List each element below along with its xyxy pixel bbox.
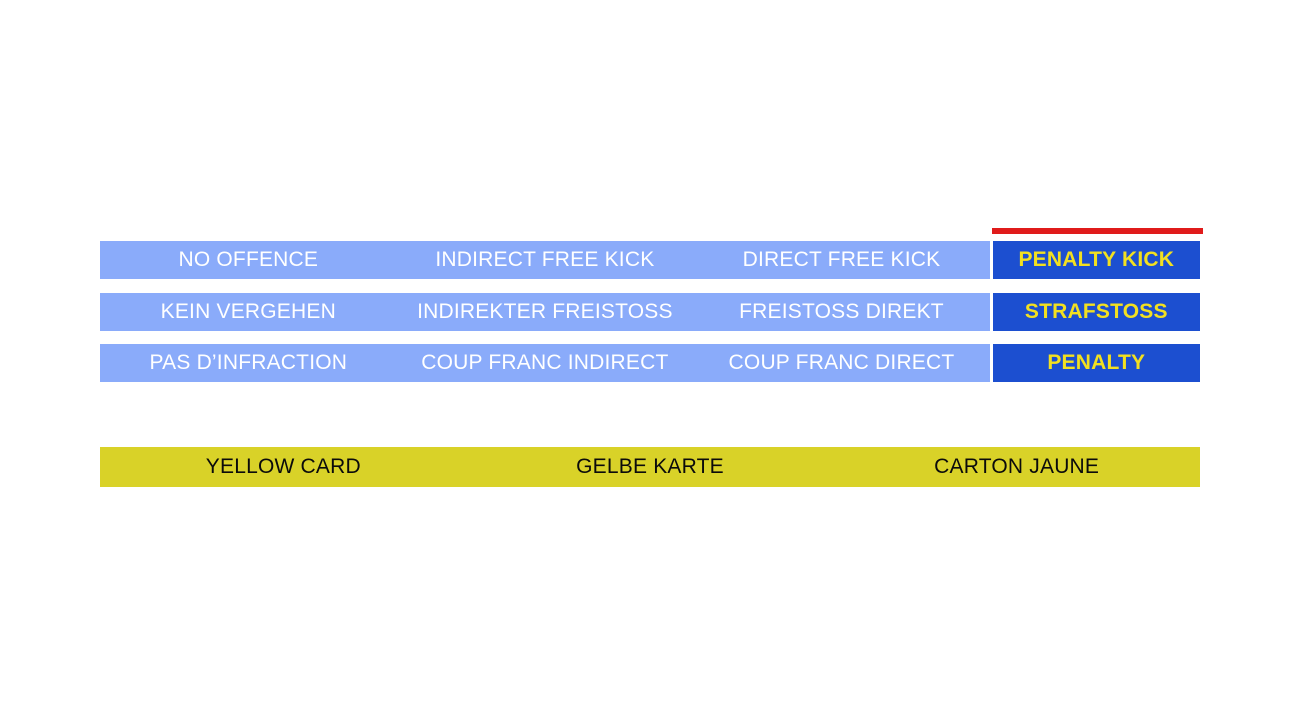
offence-cell-pas-dinfraction[interactable]: PAS D’INFRACTION <box>100 344 397 382</box>
table-row: KEIN VERGEHEN INDIREKTER FREISTOSS FREIS… <box>100 293 1200 331</box>
offence-cell-indirect-free-kick[interactable]: INDIRECT FREE KICK <box>396 241 694 279</box>
offence-cell-strafstoss[interactable]: STRAFSTOSS <box>992 293 1200 331</box>
offence-matrix: NO OFFENCE INDIRECT FREE KICK DIRECT FRE… <box>100 228 1203 383</box>
offence-cell-no-offence[interactable]: NO OFFENCE <box>100 241 397 279</box>
table-row: PAS D’INFRACTION COUP FRANC INDIRECT COU… <box>100 344 1200 382</box>
cell-divider <box>989 241 993 279</box>
offence-cell-penalty[interactable]: PENALTY <box>992 344 1200 382</box>
cell-divider <box>989 344 993 382</box>
yellow-card-cell-english[interactable]: YELLOW CARD <box>205 455 361 478</box>
yellow-card-cell-french[interactable]: CARTON JAUNE <box>934 455 1100 478</box>
offence-cell-kein-vergehen[interactable]: KEIN VERGEHEN <box>100 293 397 331</box>
cell-divider <box>989 293 993 331</box>
offence-cell-freistoss-direkt[interactable]: FREISTOSS DIREKT <box>693 293 990 331</box>
offence-cell-direct-free-kick[interactable]: DIRECT FREE KICK <box>693 241 990 279</box>
red-accent-line <box>992 228 1203 234</box>
offence-cell-coup-franc-direct[interactable]: COUP FRANC DIRECT <box>693 344 990 382</box>
offence-cell-indirekter-freistoss[interactable]: INDIREKTER FREISTOSS <box>396 293 694 331</box>
offence-cell-coup-franc-indirect[interactable]: COUP FRANC INDIRECT <box>396 344 694 382</box>
table-row: NO OFFENCE INDIRECT FREE KICK DIRECT FRE… <box>100 241 1200 279</box>
yellow-card-cell-german[interactable]: GELBE KARTE <box>576 455 724 478</box>
offence-cell-penalty-kick[interactable]: PENALTY KICK <box>992 241 1200 279</box>
yellow-card-bar: YELLOW CARD GELBE KARTE CARTON JAUNE <box>100 447 1200 487</box>
